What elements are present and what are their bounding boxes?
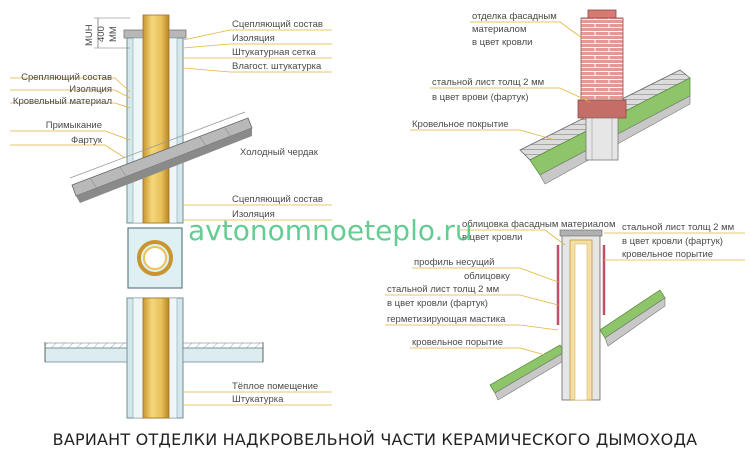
label-steel-2: в цвет врови (фартук) bbox=[432, 92, 529, 103]
label-roofing-material: Кровельный материал bbox=[13, 96, 112, 107]
label-roof-cover: Кровельное покрытие bbox=[412, 119, 509, 130]
label-coupling-left: Срепляющий состав bbox=[21, 72, 112, 83]
label-abutment: Примыкание bbox=[46, 120, 102, 131]
brick-stack bbox=[580, 17, 624, 101]
label-mesh: Штукатурная сетка bbox=[232, 47, 316, 58]
label-steel-l2: в цвет кровли (фартук) bbox=[387, 298, 488, 309]
right-bottom-detail: облицовка фасадным материалом в цвет кро… bbox=[385, 219, 745, 401]
flue-upper bbox=[142, 14, 170, 224]
label-roof-l: кровельное порытие bbox=[412, 337, 503, 348]
label-steel-l1: стальной лист толщ 2 мм bbox=[387, 284, 499, 295]
label-cold-attic: Холодный чердак bbox=[240, 147, 319, 158]
label-steel-r1: стальной лист толщ 2 мм bbox=[622, 222, 734, 233]
left-chimney: MUH 400 MM bbox=[10, 14, 332, 419]
label-insulation-mid: Изоляция bbox=[232, 209, 275, 220]
label-mastic: герметизирующая мастика bbox=[387, 314, 506, 325]
label-profile-1: профиль несущий bbox=[414, 257, 494, 268]
dimension-muh: MUH bbox=[84, 24, 95, 46]
floor-slab bbox=[44, 342, 264, 363]
label-warm-room: Тёплое помещение bbox=[232, 381, 318, 392]
diagram-caption: ВАРИАНТ ОТДЕЛКИ НАДКРОВЕЛЬНОЙ ЧАСТИ КЕРА… bbox=[52, 430, 698, 449]
label-insulation-top: Изоляция bbox=[232, 33, 275, 44]
label-facing-2: в цвет кровли bbox=[462, 232, 522, 243]
dimension-mm: MM bbox=[108, 26, 119, 42]
label-insulation-left: Изоляция bbox=[69, 84, 112, 95]
left-leaders bbox=[10, 29, 332, 406]
label-profile-2: облицовку bbox=[464, 271, 510, 282]
label-steel-r2: в цвет кровли (фартук) bbox=[622, 236, 723, 247]
watermark-text: avtonomnoeteplo.ru bbox=[188, 214, 473, 247]
right-top-detail: отделка фасадным материалом в цвет кровл… bbox=[410, 9, 691, 185]
label-coupling-mid: Сцепляющий состав bbox=[232, 194, 323, 205]
flue-lower bbox=[142, 297, 170, 419]
label-plaster: Штукатурка bbox=[232, 394, 284, 405]
label-facade-3: в цвет кровли bbox=[472, 37, 532, 48]
label-waterproof-plaster: Влагост. штукатурка bbox=[232, 61, 322, 72]
left-roof bbox=[69, 111, 253, 203]
label-roof-r: кровельное порытие bbox=[622, 249, 713, 260]
label-apron: Фартук bbox=[71, 135, 103, 146]
label-coupling-top: Сцепляющий состав bbox=[232, 19, 323, 30]
label-facing-1: облицовка фасадным материалом bbox=[462, 219, 616, 230]
dimension-400: 400 bbox=[96, 26, 107, 42]
label-facade-1: отделка фасадным bbox=[472, 11, 557, 22]
label-steel-1: стальной лист толщ 2 мм bbox=[432, 77, 544, 88]
label-facade-2: материалом bbox=[472, 24, 526, 35]
